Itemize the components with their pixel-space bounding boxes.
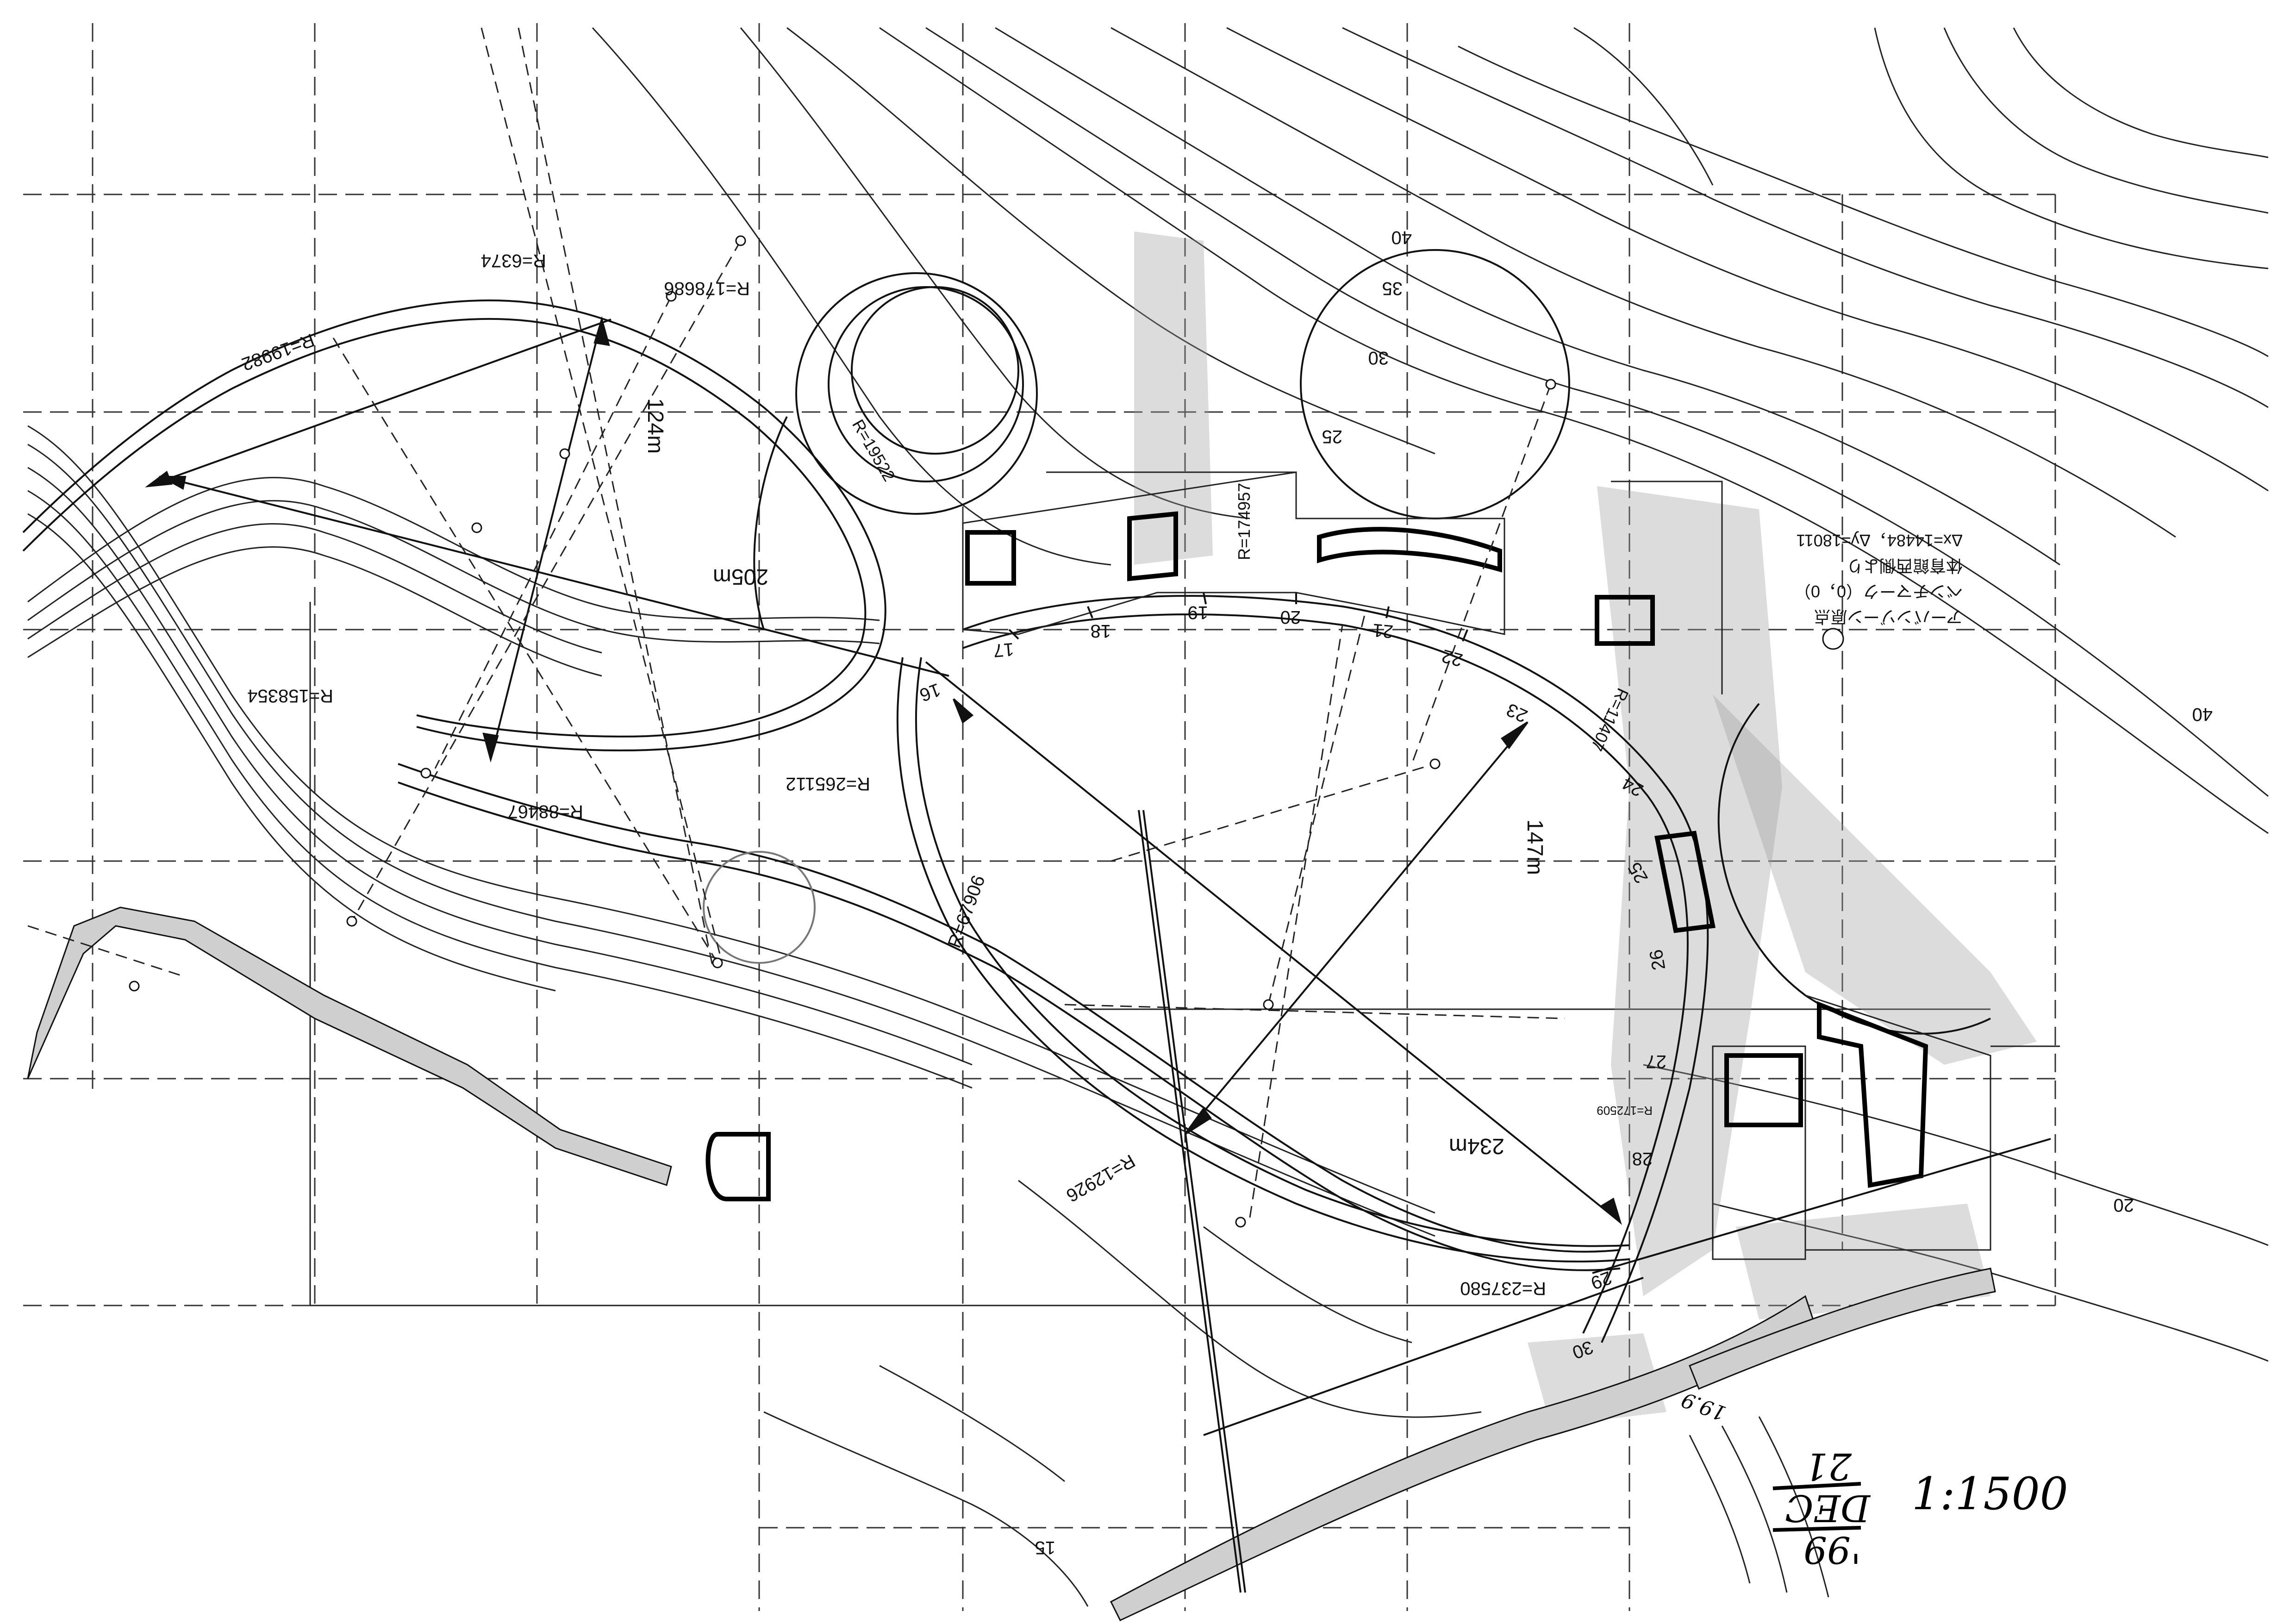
- station-label: 19: [1188, 602, 1209, 623]
- date-year: '99: [1803, 1528, 1861, 1571]
- station-label: 28: [1632, 1149, 1653, 1169]
- scale-label: 1:1500: [1912, 1468, 2068, 1520]
- radius-label: R=6374: [481, 250, 546, 271]
- buildings: [705, 511, 1928, 1201]
- building-thin-outlines: [962, 471, 2060, 1260]
- contour-label: 15: [1035, 1537, 1056, 1558]
- radius-label: R=172509: [1597, 1104, 1653, 1118]
- construction-circles: [703, 249, 1991, 1035]
- station-label: 18: [1091, 621, 1111, 641]
- contour-label: 30: [1368, 348, 1389, 368]
- station-label: 26: [1646, 948, 1669, 972]
- legend-line: 体育館西側より: [1847, 556, 1963, 575]
- long-ray: [1138, 810, 2051, 1593]
- contour-label: 20: [2114, 1195, 2134, 1215]
- station-label: 20: [1280, 607, 1301, 627]
- contour-label: 25: [1322, 426, 1343, 447]
- date-day: 21: [1804, 1445, 1852, 1488]
- handwritten-date: 21 DEC '99: [1772, 1445, 1871, 1571]
- radius-label: R=174957: [1235, 483, 1254, 560]
- road-alignment: [22, 299, 1709, 1343]
- origin-legend: アーバンゾーン原点 ベンチマーク（0，0） 体育館西側より Δx=14484，Δ…: [1794, 531, 1963, 626]
- contour-label: 40: [2192, 704, 2213, 725]
- radius-label: R=88467: [508, 801, 583, 822]
- legend-line: Δx=14484，Δy=18011: [1796, 531, 1963, 550]
- dim-124: 124m: [643, 398, 668, 454]
- pencil-shading: [1134, 231, 2037, 1426]
- contour-label: 35: [1382, 278, 1403, 299]
- station-label: 17: [992, 639, 1015, 661]
- station-label: 27: [1646, 1051, 1667, 1072]
- dim-147: 147m: [1522, 819, 1547, 875]
- dim-205: 205m: [713, 564, 768, 589]
- frame-lines: [309, 602, 1990, 1306]
- legend-line: アーバンゾーン原点: [1814, 607, 1963, 626]
- radius-label: R=178686: [664, 278, 750, 299]
- dim-234: 234m: [1449, 1134, 1504, 1158]
- stippled-bands: [27, 906, 1996, 1621]
- legend-line: ベンチマーク（0，0）: [1794, 582, 1963, 601]
- contour-label: 40: [1391, 227, 1412, 248]
- radius-label: R=237580: [1460, 1278, 1546, 1299]
- station-label: 21: [1372, 620, 1394, 642]
- dashed-grid: [23, 23, 2056, 1611]
- survey-points: [129, 235, 1844, 1228]
- construction-rays: [27, 27, 1565, 1218]
- radius-label: R=265112: [786, 774, 870, 794]
- station-ticks: [1008, 592, 1468, 642]
- dimension-lines: [145, 316, 1622, 1225]
- radius-label: R=158354: [247, 686, 333, 706]
- date-month: DEC: [1785, 1487, 1871, 1530]
